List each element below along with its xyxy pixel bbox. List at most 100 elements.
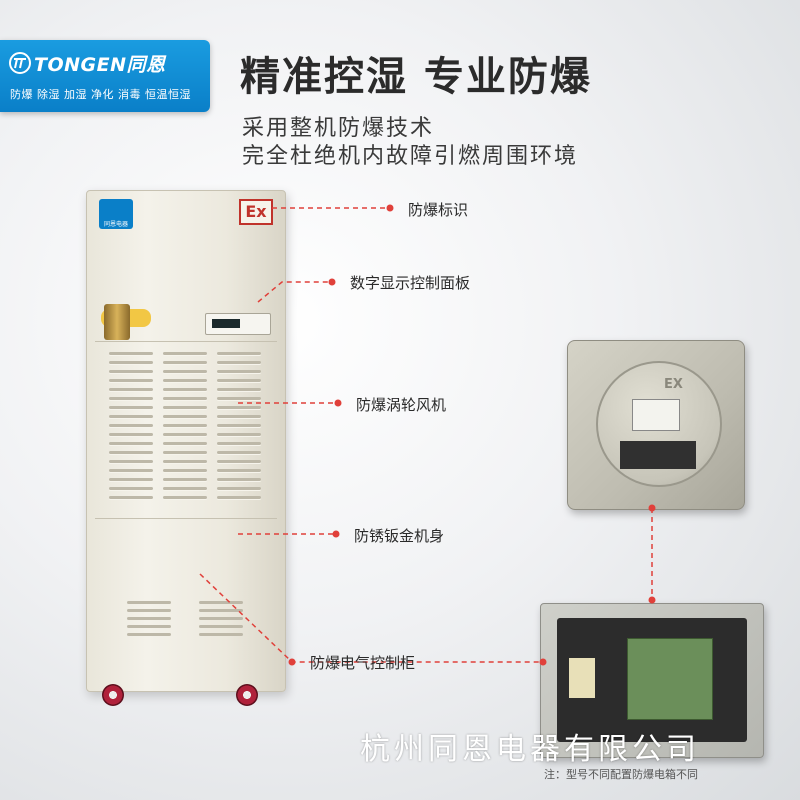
louver-slat <box>163 451 207 454</box>
louver-slat <box>109 478 153 481</box>
louver-column <box>109 352 153 512</box>
louver-slat <box>109 424 153 427</box>
louver-slat <box>163 442 207 445</box>
digital-control-panel <box>205 313 271 335</box>
ex-mark-label: Ex <box>239 199 273 225</box>
callout-dot <box>648 504 656 512</box>
callout-dot <box>334 399 342 407</box>
louver-slat <box>163 370 207 373</box>
callout-dot <box>386 204 394 212</box>
louver-slat <box>163 478 207 481</box>
callout-sheet-metal-body: 防锈钣金机身 <box>354 527 445 545</box>
louver-slat <box>109 370 153 373</box>
lower-vent <box>127 601 171 645</box>
lower-vent <box>199 601 243 645</box>
cabinet-logo <box>99 199 133 229</box>
louver-slat <box>217 415 261 418</box>
louver-slat <box>109 442 153 445</box>
vent-slat <box>199 601 243 604</box>
louver-slat <box>109 388 153 391</box>
louver-slat <box>217 370 261 373</box>
caster-wheel <box>102 684 124 706</box>
callout-dot <box>332 530 340 538</box>
box-cover: EX <box>596 361 722 487</box>
vent-slat <box>127 609 171 612</box>
callout-dot <box>328 278 336 286</box>
louver-slat <box>163 487 207 490</box>
vent-slat <box>127 601 171 604</box>
louver-slat <box>217 379 261 382</box>
louver-column <box>217 352 261 512</box>
louver-slat <box>163 352 207 355</box>
footnote: 注：型号不同配置防爆电箱不同 <box>544 768 698 781</box>
louver-slat <box>163 388 207 391</box>
louver-slat <box>109 406 153 409</box>
louver-slat <box>109 460 153 463</box>
circuit-board <box>627 638 713 720</box>
callout-dot <box>288 658 296 666</box>
headline: 精准控湿 专业防爆 <box>240 54 592 100</box>
cabinet-logo-text: 同恩电器 <box>103 221 128 228</box>
louver-slat <box>163 361 207 364</box>
callout-electric-cabinet: 防爆电气控制柜 <box>310 654 416 672</box>
subtitle-line-1: 采用整机防爆技术 <box>242 116 435 141</box>
vent-slat <box>127 633 171 636</box>
louver-slat <box>109 352 153 355</box>
louver-slat <box>109 487 153 490</box>
inspection-window <box>632 399 680 431</box>
callout-dot <box>539 658 547 666</box>
louver-slat <box>163 496 207 499</box>
callout-control-panel: 数字显示控制面板 <box>350 274 471 292</box>
louver-slat <box>109 379 153 382</box>
brand-name: TONGEN同恩 <box>34 54 166 76</box>
subtitle-line-2: 完全杜绝机内故障引燃周围环境 <box>242 144 579 169</box>
control-cabinet-open <box>540 603 764 758</box>
louver-slat <box>217 442 261 445</box>
vent-slat <box>199 633 243 636</box>
louver-slat <box>163 469 207 472</box>
louver-slat <box>109 496 153 499</box>
louver-slat <box>109 361 153 364</box>
cable-gland <box>104 304 130 340</box>
vent-slat <box>199 609 243 612</box>
brand-tagline: 防爆 除湿 加湿 净化 消毒 恒温恒湿 <box>10 88 191 101</box>
brand-badge: TONGEN同恩 防爆 除湿 加湿 净化 消毒 恒温恒湿 <box>0 40 210 112</box>
louver-slat <box>163 415 207 418</box>
louver-slat <box>163 406 207 409</box>
louver-slat <box>217 406 261 409</box>
louver-slat <box>109 415 153 418</box>
callout-ex-mark: 防爆标识 <box>408 201 469 219</box>
louver-slat <box>163 424 207 427</box>
vent-slat <box>127 617 171 620</box>
louver-slat <box>217 460 261 463</box>
terminal-block <box>569 658 595 698</box>
louver-slat <box>109 397 153 400</box>
vent-slat <box>199 617 243 620</box>
nameplate <box>620 441 696 469</box>
louver-slat <box>217 496 261 499</box>
louver-slat <box>217 478 261 481</box>
louver-slat <box>163 379 207 382</box>
louver-slat <box>109 433 153 436</box>
vent-slat <box>127 625 171 628</box>
caster-wheel <box>236 684 258 706</box>
louver-slat <box>217 352 261 355</box>
explosion-proof-box: EX <box>567 340 745 510</box>
air-intake-grille <box>95 341 277 519</box>
control-cabinet-interior <box>557 618 747 742</box>
louver-slat <box>163 433 207 436</box>
company-watermark: 杭州同恩电器有限公司 <box>360 732 700 767</box>
callout-dot <box>648 596 656 604</box>
louver-slat <box>163 460 207 463</box>
louver-slat <box>109 451 153 454</box>
callout-turbo-fan: 防爆涡轮风机 <box>356 396 447 414</box>
louver-slat <box>217 424 261 427</box>
louver-slat <box>217 397 261 400</box>
louver-slat <box>217 469 261 472</box>
louver-slat <box>217 361 261 364</box>
box-ex-mark: EX <box>664 377 683 392</box>
louver-slat <box>217 487 261 490</box>
tongen-logo-icon <box>9 52 31 74</box>
louver-slat <box>217 451 261 454</box>
